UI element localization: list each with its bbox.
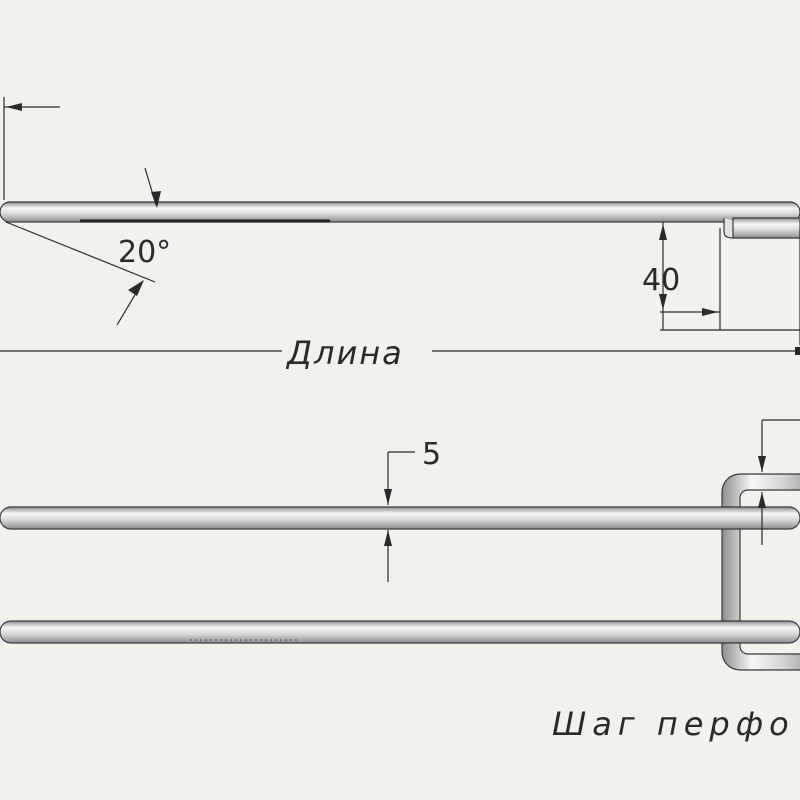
offset-arrow <box>6 103 22 111</box>
angle-label: 20° <box>118 235 171 270</box>
loop-frame-inner <box>739 489 800 655</box>
rod-lower <box>0 620 800 644</box>
angle-line <box>5 221 156 283</box>
height-label: 40 <box>642 263 680 298</box>
diameter-arrow-top <box>384 489 392 505</box>
height-arrow-right <box>702 308 718 316</box>
height-arrow-top <box>659 224 667 240</box>
rod-bend-segment <box>732 217 800 239</box>
angle-arrow-bottom <box>128 280 144 296</box>
length-label: Длина <box>285 334 404 372</box>
diameter-label: 5 <box>422 437 441 472</box>
hook-rod <box>0 201 800 223</box>
height-arrow-down <box>659 294 667 310</box>
pitch-label: Шаг перфо <box>552 705 795 743</box>
rod-upper <box>0 506 800 530</box>
pitch-arrow <box>758 456 766 472</box>
side-view: 20° 40 Длина <box>0 97 800 372</box>
diameter-arrow-bottom <box>384 530 392 546</box>
angle-arrow-top <box>151 191 161 208</box>
length-end-mark <box>795 347 800 355</box>
pitch-arrow-lower <box>758 492 766 508</box>
top-view: 5 Шаг перфо <box>0 419 800 743</box>
